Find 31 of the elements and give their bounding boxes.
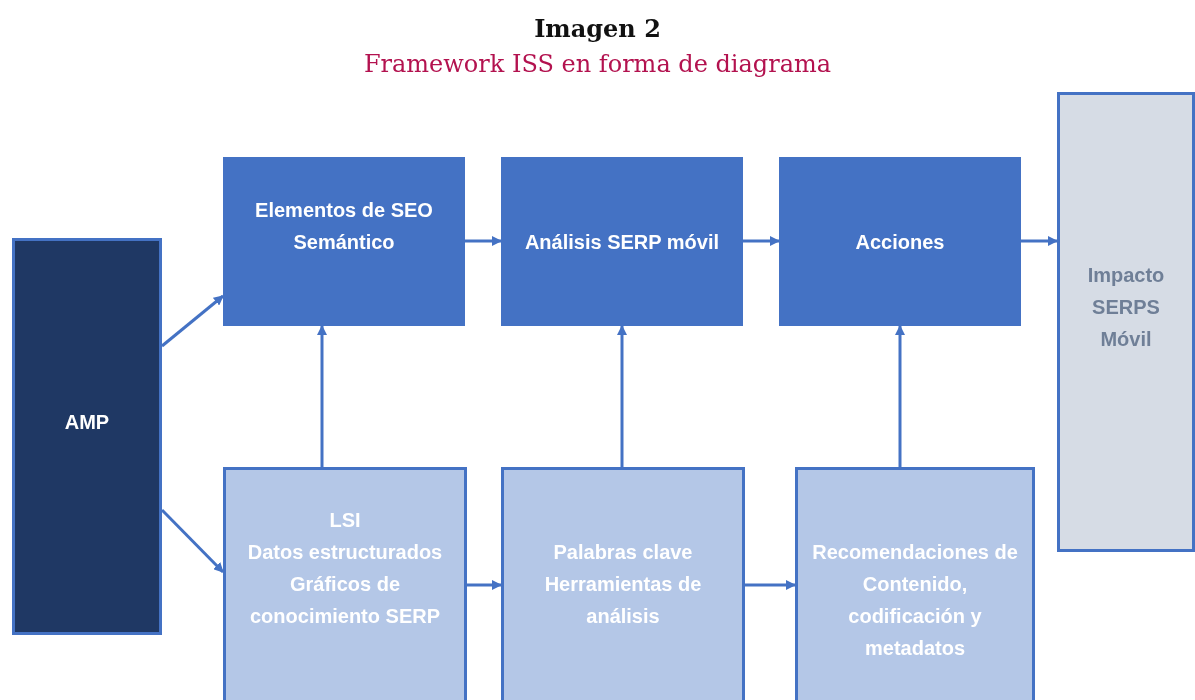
box-label: Datos estructurados	[247, 540, 443, 565]
box-label: AMP	[64, 409, 110, 435]
arrow	[617, 325, 627, 467]
box-label: LSI	[329, 508, 361, 533]
process-box	[1057, 92, 1195, 552]
process-box	[223, 467, 467, 700]
arrow	[895, 325, 905, 467]
process-box	[779, 157, 1021, 326]
box-label: Herramientas de análisis	[543, 572, 703, 629]
arrow	[1021, 236, 1058, 246]
figure-subtitle: Framework ISS en forma de diagrama	[362, 50, 833, 78]
process-box	[795, 467, 1035, 700]
arrow	[467, 580, 502, 590]
box-label: Elementos de SEO Semántico	[254, 198, 434, 255]
box-label: Análisis SERP móvil	[524, 230, 720, 255]
box-label: Gráficos de conocimiento SERP	[249, 572, 441, 629]
box-label: Recomendaciones de Contenido, codificación y metadatos	[811, 540, 1019, 661]
arrow	[161, 294, 224, 348]
figure-title: Imagen 2	[533, 14, 662, 43]
box-label: Palabras clave	[553, 540, 693, 565]
arrow	[465, 236, 502, 246]
process-box	[223, 157, 465, 326]
arrow	[743, 236, 780, 246]
arrow	[317, 325, 327, 467]
arrow	[745, 580, 796, 590]
arrow	[160, 508, 225, 574]
process-box	[501, 157, 743, 326]
process-box	[12, 238, 162, 635]
box-label: Impacto SERPS Móvil	[1086, 263, 1166, 352]
box-label: Acciones	[855, 230, 945, 255]
process-box	[501, 467, 745, 700]
